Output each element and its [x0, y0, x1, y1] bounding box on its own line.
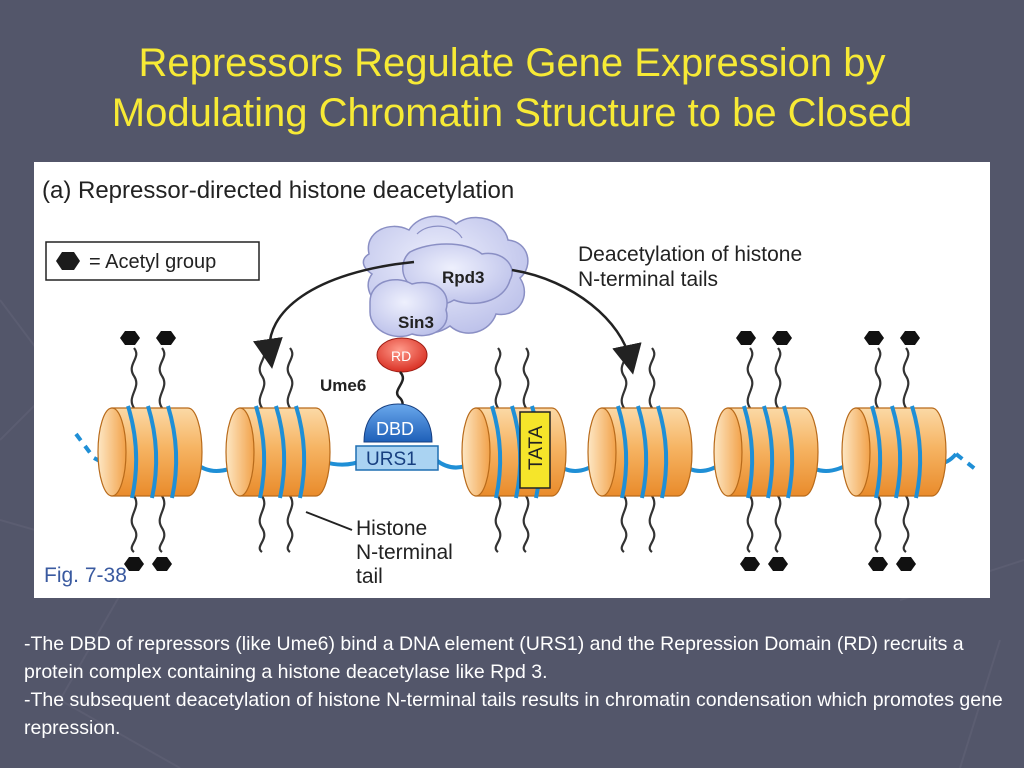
- acetyl-hexagon-icon: [740, 557, 760, 571]
- histone-tail: [902, 347, 910, 409]
- urs1-element: [355, 445, 439, 471]
- acetyl-hexagon-icon: [868, 557, 888, 571]
- histone-tail: [258, 495, 266, 553]
- histone-tail: [522, 347, 530, 409]
- arrow-right: [511, 268, 642, 375]
- histone-tail: [258, 347, 266, 409]
- repressor-complex: Rpd3 Sin3 RD Ume6 DBD URS1: [320, 215, 529, 471]
- slide-title: Repressors Regulate Gene Expression by M…: [0, 38, 1024, 138]
- histone-tail: [874, 347, 882, 409]
- histone-tail: [494, 495, 502, 553]
- caption: -The DBD of repressors (like Ume6) bind …: [24, 630, 1008, 742]
- histone-tail: [286, 347, 294, 409]
- dbd-domain: [363, 403, 433, 443]
- dbd-label: DBD: [376, 419, 414, 439]
- histone-tail: [130, 347, 138, 409]
- acetyl-hexagon-icon: [896, 557, 916, 571]
- arrow-left: [253, 260, 415, 369]
- nucleosome: [225, 347, 331, 553]
- histone-tail: [746, 495, 754, 553]
- histone-tail: [774, 495, 782, 553]
- ume6-label: Ume6: [320, 376, 366, 395]
- tata-box: TATA: [519, 411, 551, 489]
- nucleosome: [97, 331, 203, 571]
- histone-tail: [158, 495, 166, 553]
- histone-tail-pointer: [305, 511, 353, 531]
- caption-line-2: -The subsequent deacetylation of histone…: [24, 689, 1003, 739]
- title-line-2: Modulating Chromatin Structure to be Clo…: [111, 91, 913, 135]
- histone-label-line-2: N-terminal: [356, 541, 453, 564]
- acetyl-hexagon-icon: [864, 331, 884, 345]
- histone-tail: [286, 495, 294, 553]
- nucleosome: [713, 331, 819, 571]
- histone-tail: [648, 347, 656, 409]
- histone-tail: [158, 347, 166, 409]
- title-line-1: Repressors Regulate Gene Expression by: [138, 41, 886, 85]
- acetyl-hexagon-icon: [124, 557, 144, 571]
- repression-domain: [376, 337, 428, 373]
- nucleosome: [587, 347, 693, 553]
- histone-label-line-1: Histone: [356, 517, 427, 540]
- histone-tail: [620, 495, 628, 553]
- nucleosome-group: TATA: [97, 331, 947, 571]
- histone-tail: [522, 495, 530, 553]
- rd-label: RD: [391, 348, 411, 364]
- rpd3-label: Rpd3: [442, 268, 485, 287]
- histone-tail: [774, 347, 782, 409]
- sin3-label: Sin3: [398, 313, 434, 332]
- acetyl-hexagon-icon: [156, 331, 176, 345]
- acetyl-hexagon-icon: [900, 331, 920, 345]
- acetyl-hexagon-icon: [768, 557, 788, 571]
- acetyl-hexagon-icon: [56, 252, 80, 270]
- histone-tail: [494, 347, 502, 409]
- acetyl-hexagon-icon: [772, 331, 792, 345]
- histone-label-line-3: tail: [356, 565, 383, 588]
- figure-number: Fig. 7-38: [44, 564, 127, 587]
- acetyl-hexagon-icon: [120, 331, 140, 345]
- figure-panel: (a) Repressor-directed histone deacetyla…: [34, 162, 990, 598]
- legend: = Acetyl group: [45, 241, 260, 281]
- histone-tail: [620, 347, 628, 409]
- chromatin-diagram: (a) Repressor-directed histone deacetyla…: [42, 177, 981, 588]
- histone-tail: [648, 495, 656, 553]
- deacetylation-label-line-2: N-terminal tails: [578, 268, 718, 291]
- deacetylation-label-line-1: Deacetylation of histone: [578, 243, 802, 266]
- panel-title: (a) Repressor-directed histone deacetyla…: [42, 177, 514, 204]
- acetyl-hexagon-icon: [736, 331, 756, 345]
- caption-line-1: -The DBD of repressors (like Ume6) bind …: [24, 633, 964, 683]
- legend-label: = Acetyl group: [89, 251, 216, 273]
- tata-label: TATA: [526, 425, 547, 470]
- histone-tail: [902, 495, 910, 553]
- urs1-label: URS1: [366, 449, 417, 470]
- acetyl-hexagon-icon: [152, 557, 172, 571]
- nucleosome: [841, 331, 947, 571]
- histone-tail: [874, 495, 882, 553]
- histone-tail: [746, 347, 754, 409]
- histone-tail: [130, 495, 138, 553]
